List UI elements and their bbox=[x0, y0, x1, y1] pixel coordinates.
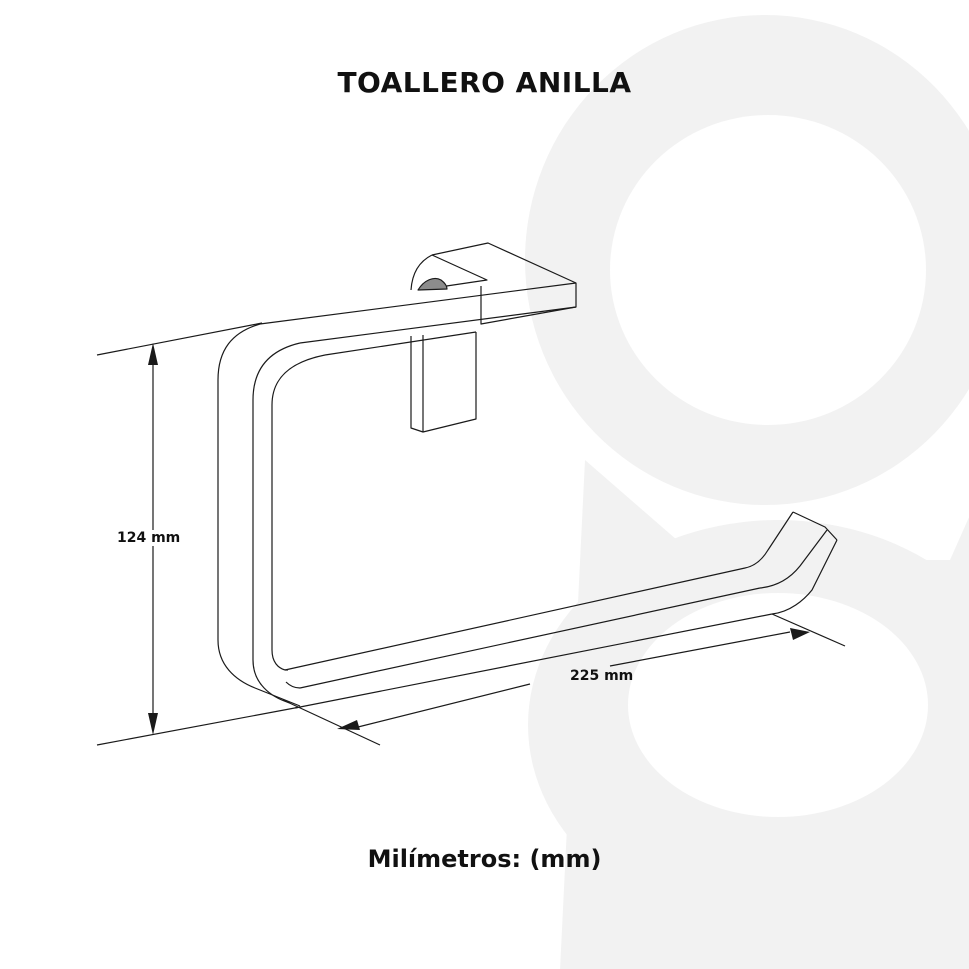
wall-mount bbox=[410, 242, 577, 433]
height-dimension bbox=[96, 322, 301, 746]
page-title: TOALLERO ANILLA bbox=[337, 66, 632, 99]
width-dimension-label: 225 mm bbox=[570, 668, 634, 684]
height-dimension-label: 124 mm bbox=[114, 530, 184, 546]
width-dimension bbox=[282, 613, 846, 746]
ring-bar bbox=[217, 282, 838, 709]
units-caption: Milímetros: (mm) bbox=[367, 845, 602, 873]
